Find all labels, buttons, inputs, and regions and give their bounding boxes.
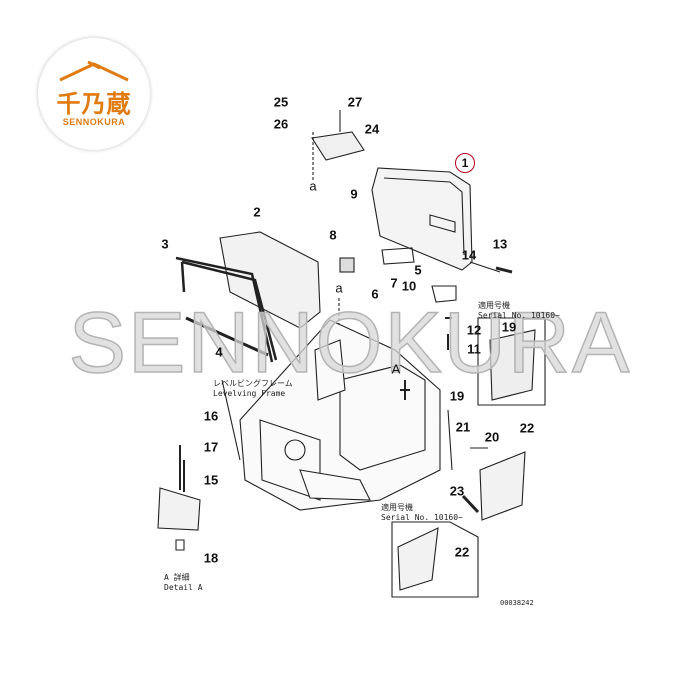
detail-box-22 bbox=[391, 521, 479, 598]
callout-16: 16 bbox=[203, 408, 219, 424]
seal-part bbox=[175, 256, 278, 363]
view-marker-a-top: a bbox=[309, 178, 317, 194]
serial-note-jp-1: 適用号機 bbox=[478, 301, 510, 310]
callout-18: 18 bbox=[203, 550, 219, 566]
callout-13: 13 bbox=[492, 236, 508, 252]
hood-cover-part bbox=[371, 167, 473, 271]
callout-26: 26 bbox=[273, 116, 289, 132]
detail-a-drawing bbox=[157, 445, 201, 551]
guard-part bbox=[479, 451, 526, 521]
detail-a-jp: A 詳細 bbox=[164, 573, 190, 582]
roof-icon bbox=[59, 60, 129, 82]
callout-14: 14 bbox=[461, 247, 477, 263]
callout-1: 1 bbox=[455, 153, 475, 173]
callout-5: 5 bbox=[414, 262, 422, 278]
detail-box-19 bbox=[477, 317, 546, 406]
callout-25: 25 bbox=[273, 94, 289, 110]
side-panel-part bbox=[219, 231, 321, 329]
callout-21: 21 bbox=[455, 419, 471, 435]
callout-3: 3 bbox=[161, 236, 169, 252]
serial-note-jp-2: 適用号機 bbox=[381, 503, 413, 512]
leveling-frame-en: Levelving Frame bbox=[213, 389, 286, 398]
sennokura-logo: 千乃蔵 SENNOKURA bbox=[38, 38, 150, 150]
callout-8: 8 bbox=[329, 227, 337, 243]
callout-10: 10 bbox=[401, 278, 417, 294]
bracket-part bbox=[431, 285, 457, 303]
watermark-text: SENNOKURA bbox=[68, 295, 632, 391]
plate-part bbox=[311, 131, 365, 161]
callout-19b: 19 bbox=[449, 388, 465, 404]
callout-12: 12 bbox=[466, 322, 482, 338]
callout-20: 20 bbox=[484, 429, 500, 445]
callout-23: 23 bbox=[449, 483, 465, 499]
callout-15: 15 bbox=[203, 472, 219, 488]
serial-note-en-2: Serial No. 10160~ bbox=[381, 513, 463, 522]
callout-2: 2 bbox=[253, 204, 261, 220]
view-marker-A: A bbox=[391, 361, 401, 377]
main-frame-part bbox=[239, 319, 441, 511]
drawing-code: 00038242 bbox=[500, 599, 534, 607]
callout-24: 24 bbox=[364, 121, 380, 137]
callout-22: 22 bbox=[519, 420, 535, 436]
bar-part bbox=[185, 316, 269, 357]
callout-11: 11 bbox=[467, 341, 481, 357]
view-marker-a-mid: a bbox=[335, 280, 343, 296]
detail-a-en: Detail A bbox=[164, 583, 203, 592]
callout-27: 27 bbox=[347, 94, 363, 110]
callout-17: 17 bbox=[203, 439, 219, 455]
serial-note-en-1: Serial No. 10160~ bbox=[478, 311, 560, 320]
callout-9: 9 bbox=[350, 186, 358, 202]
logo-english: SENNOKURA bbox=[62, 117, 126, 127]
callout-22b: 22 bbox=[454, 544, 470, 560]
logo-kanji: 千乃蔵 bbox=[56, 90, 132, 118]
switch-part bbox=[339, 257, 355, 273]
callout-7: 7 bbox=[390, 275, 398, 291]
callout-19: 19 bbox=[501, 319, 517, 335]
callout-4: 4 bbox=[215, 344, 223, 360]
leveling-frame-jp: レベルビングフレーム bbox=[213, 379, 293, 388]
callout-6: 6 bbox=[371, 286, 379, 302]
